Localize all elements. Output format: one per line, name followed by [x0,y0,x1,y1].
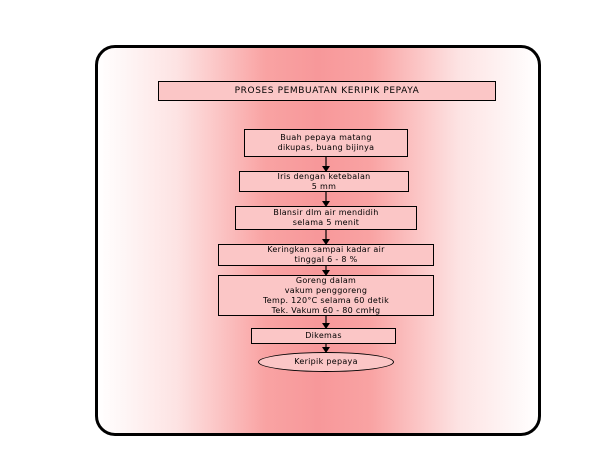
result-text: Keripik pepaya [294,357,358,366]
step-peel-papaya-line-1: Buah pepaya matang [280,133,372,142]
step-slice: Iris dengan ketebalan 5 mm [239,171,409,192]
step-dry: Keringkan sampai kadar air tinggal 6 - 8… [218,244,434,266]
step-blanch: Blansir dlm air mendidih selama 5 menit [235,206,417,230]
step-pack-line-1: Dikemas [305,331,342,340]
step-vacuum-fry-line-2: vakum penggoreng [284,285,368,295]
step-dry-line-1: Keringkan sampai kadar air [267,245,385,254]
step-vacuum-fry-line-1: Goreng dalam [295,275,357,285]
step-vacuum-fry-line-3: Temp. 120°C selama 60 detik [262,295,390,305]
step-peel-papaya: Buah pepaya matang dikupas, buang bijiny… [244,129,408,157]
step-slice-line-1: Iris dengan ketebalan [277,171,371,181]
step-peel-papaya-line-2: dikupas, buang bijinya [277,143,375,152]
step-vacuum-fry: Goreng dalam vakum penggoreng Temp. 120°… [218,275,434,316]
step-slice-line-2: 5 mm [311,181,337,191]
diagram-title: PROSES PEMBUATAN KERIPIK PEPAYA [158,81,496,101]
step-dry-line-2: tinggal 6 - 8 % [294,255,358,264]
step-pack: Dikemas [251,328,396,344]
result-ellipse: Keripik pepaya [258,352,394,372]
diagram-title-text: PROSES PEMBUATAN KERIPIK PEPAYA [234,86,420,96]
diagram-frame [95,45,541,436]
step-vacuum-fry-line-4: Tek. Vakum 60 - 80 cmHg [271,305,381,315]
step-blanch-line-1: Blansir dlm air mendidih [273,208,379,217]
step-blanch-line-2: selama 5 menit [292,218,360,227]
